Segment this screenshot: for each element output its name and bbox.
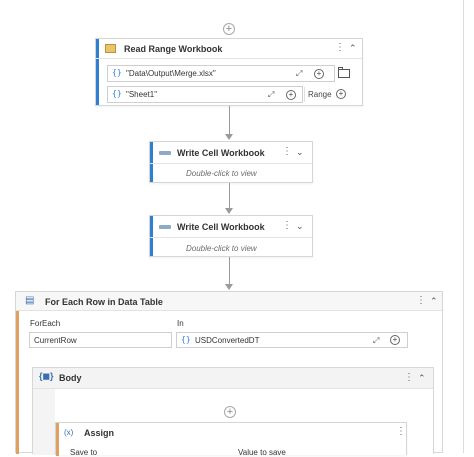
canvas-right-border <box>463 0 464 453</box>
sheet-name-field[interactable]: {} "Sheet1" ⤢ + <box>107 86 303 103</box>
expand-icon[interactable]: ⌄ <box>296 147 304 157</box>
card-header[interactable]: Read Range Workbook ⋮ ⌃ <box>96 39 362 59</box>
write-cell-icon <box>159 151 171 155</box>
assign-title: Assign <box>84 428 115 438</box>
card-title: Read Range Workbook <box>124 44 223 54</box>
foreach-variable-value: CurrentRow <box>34 336 77 345</box>
menu-dots-icon[interactable]: ⋮ <box>282 220 292 231</box>
add-variable-icon[interactable]: + <box>314 69 324 79</box>
body-icon: {◼} <box>39 371 54 381</box>
excel-workbook-icon <box>105 44 116 53</box>
flow-arrow <box>225 208 233 214</box>
card-accent <box>150 216 153 256</box>
container-header[interactable]: ▤ For Each Row in Data Table ⋮ ⌃ <box>16 292 442 311</box>
body-title: Body <box>59 373 82 383</box>
write-cell-workbook-card-2[interactable]: Write Cell Workbook ⋮ ⌄ Double-click to … <box>149 215 313 257</box>
workbook-path-field[interactable]: {} "Data\Output\Merge.xlsx" ⤢ + <box>107 65 335 82</box>
add-variable-icon[interactable]: + <box>390 335 400 345</box>
add-range-icon[interactable]: + <box>336 89 346 99</box>
in-label: In <box>177 319 184 328</box>
range-selector[interactable]: Range <box>304 87 332 102</box>
collapse-icon[interactable]: ⌃ <box>418 373 426 383</box>
write-cell-icon <box>159 225 171 229</box>
card-title: Write Cell Workbook <box>177 222 265 232</box>
read-range-workbook-card[interactable]: Read Range Workbook ⋮ ⌃ {} "Data\Output\… <box>95 38 363 106</box>
container-accent <box>16 292 19 454</box>
collapse-icon[interactable]: ⌃ <box>349 43 357 53</box>
for-each-icon: ▤ <box>25 295 35 306</box>
write-cell-workbook-card-1[interactable]: Write Cell Workbook ⋮ ⌄ Double-click to … <box>149 141 313 183</box>
sheet-name-value: "Sheet1" <box>126 90 158 99</box>
card-header[interactable]: Write Cell Workbook ⋮ ⌄ <box>150 142 312 164</box>
foreach-variable-field[interactable]: CurrentRow <box>29 332 172 348</box>
in-datatable-field[interactable]: {} USDConvertedDT ⤢ + <box>176 332 408 348</box>
card-accent <box>56 423 59 456</box>
add-activity-body-button[interactable]: + <box>224 406 236 418</box>
card-header[interactable]: Write Cell Workbook ⋮ ⌄ <box>150 216 312 238</box>
workbook-path-value: "Data\Output\Merge.xlsx" <box>126 69 216 78</box>
add-variable-icon[interactable]: + <box>286 90 296 100</box>
body-left-gutter <box>33 389 55 455</box>
add-activity-top-button[interactable]: + <box>223 23 235 35</box>
flow-connector <box>229 106 230 136</box>
container-title: For Each Row in Data Table <box>45 297 163 307</box>
menu-dots-icon[interactable]: ⋮ <box>416 295 426 306</box>
flow-arrow <box>225 134 233 140</box>
menu-dots-icon[interactable]: ⋮ <box>282 146 292 157</box>
card-hint: Double-click to view <box>186 244 257 253</box>
body-container[interactable]: {◼} Body ⋮ ⌃ + (x) Assign ⋮ Save to Valu… <box>32 367 434 457</box>
assign-card[interactable]: (x) Assign ⋮ Save to Value to save <box>55 422 407 457</box>
menu-dots-icon[interactable]: ⋮ <box>335 42 345 53</box>
menu-dots-icon[interactable]: ⋮ <box>404 372 414 383</box>
body-header[interactable]: {◼} Body ⋮ ⌃ <box>33 368 433 389</box>
collapse-icon[interactable]: ⌃ <box>430 296 438 306</box>
expand-icon[interactable]: ⌄ <box>296 221 304 231</box>
expand-editor-icon[interactable]: ⤢ <box>268 90 275 99</box>
assign-icon: (x) <box>64 428 74 437</box>
flow-connector <box>229 257 230 286</box>
expression-icon: {} <box>112 68 122 77</box>
card-title: Write Cell Workbook <box>177 148 265 158</box>
card-accent <box>96 39 99 105</box>
browse-folder-icon[interactable] <box>338 67 350 78</box>
in-datatable-value: USDConvertedDT <box>195 336 260 345</box>
expression-icon: {} <box>112 89 122 98</box>
for-each-row-container[interactable]: ▤ For Each Row in Data Table ⋮ ⌃ ForEach… <box>15 291 443 457</box>
expand-editor-icon[interactable]: ⤢ <box>373 336 380 345</box>
flow-connector <box>229 183 230 210</box>
menu-dots-icon[interactable]: ⋮ <box>396 426 406 437</box>
card-hint: Double-click to view <box>186 169 257 178</box>
expand-editor-icon[interactable]: ⤢ <box>296 69 303 78</box>
expression-icon: {} <box>181 335 191 344</box>
flow-arrow <box>225 284 233 290</box>
foreach-label: ForEach <box>30 319 61 328</box>
card-accent <box>150 142 153 182</box>
